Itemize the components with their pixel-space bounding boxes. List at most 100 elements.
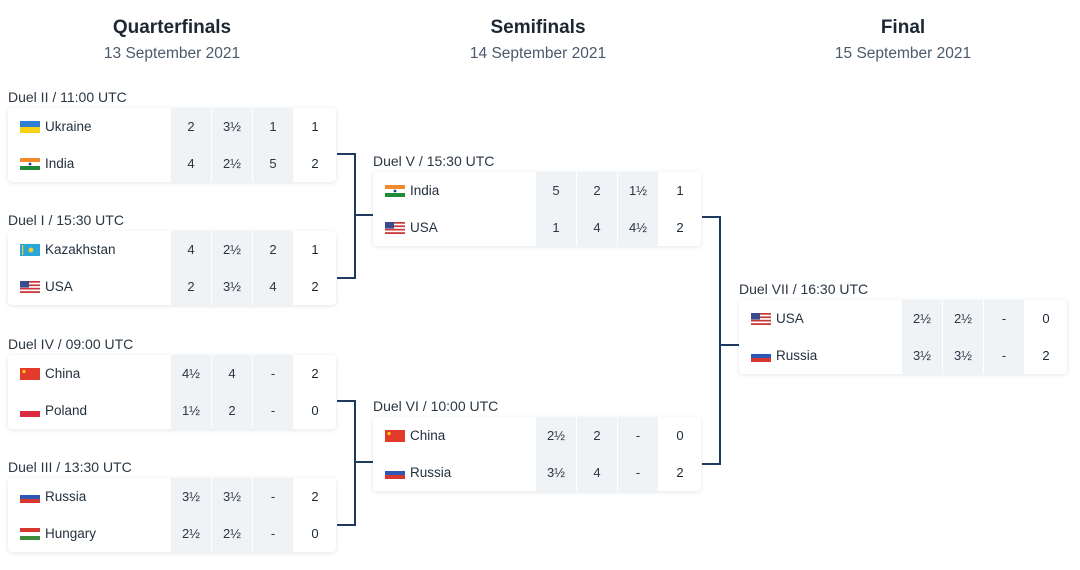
total-score: 2 bbox=[676, 220, 684, 235]
duel-label: Duel V / 15:30 UTC bbox=[373, 153, 495, 169]
round-score: 2½ bbox=[212, 145, 252, 182]
team: USA bbox=[385, 209, 438, 246]
round-score: - bbox=[984, 337, 1024, 374]
team: India bbox=[385, 172, 439, 209]
column-date: 14 September 2021 bbox=[469, 45, 607, 62]
team: Ukraine bbox=[20, 108, 92, 145]
round-score: 2½ bbox=[902, 300, 942, 337]
team: China bbox=[20, 355, 80, 392]
round-score: 4½ bbox=[171, 355, 211, 392]
round-score: 3½ bbox=[902, 337, 942, 374]
round-score: 5 bbox=[253, 145, 293, 182]
round-score: 4 bbox=[253, 268, 293, 305]
round-score: 1½ bbox=[171, 392, 211, 429]
russia-flag-icon bbox=[385, 466, 405, 479]
column-header-semifinals: Semifinals 14 September 2021 bbox=[388, 15, 688, 63]
column-title: Final bbox=[880, 17, 926, 38]
round-score: 1 bbox=[253, 108, 293, 145]
team-name: Russia bbox=[410, 465, 452, 480]
china-flag-icon bbox=[20, 367, 40, 380]
duel-label: Duel VI / 10:00 UTC bbox=[373, 398, 499, 414]
team-name: China bbox=[410, 428, 446, 443]
team: Hungary bbox=[20, 515, 96, 552]
round-score: 2½ bbox=[943, 300, 983, 337]
total-score: 1 bbox=[676, 183, 684, 198]
duel-label: Duel I / 15:30 UTC bbox=[8, 212, 124, 228]
team-name: India bbox=[410, 183, 440, 198]
team: USA bbox=[20, 268, 73, 305]
round-score: 3½ bbox=[212, 108, 252, 145]
round-score: 1 bbox=[536, 209, 576, 246]
total-score: 0 bbox=[311, 403, 319, 418]
round-score: 3½ bbox=[536, 454, 576, 491]
duel-label: Duel IV / 09:00 UTC bbox=[8, 336, 134, 352]
round-score: - bbox=[618, 417, 658, 454]
total-score: 2 bbox=[676, 465, 684, 480]
round-score: 5 bbox=[536, 172, 576, 209]
total-score: 2 bbox=[311, 279, 319, 294]
bracket-connector-qf-bottom-link bbox=[354, 461, 373, 463]
column-title: Quarterfinals bbox=[112, 17, 232, 38]
total-score: 1 bbox=[311, 242, 319, 257]
bracket-connector-sf bbox=[702, 216, 721, 465]
round-score: 2 bbox=[253, 231, 293, 268]
round-score: 2 bbox=[577, 172, 617, 209]
total-score: 2 bbox=[311, 366, 319, 381]
round-score: 4 bbox=[171, 145, 211, 182]
column-title: Semifinals bbox=[490, 17, 586, 38]
duel-label: Duel III / 13:30 UTC bbox=[8, 459, 132, 475]
round-score: 3½ bbox=[212, 478, 252, 515]
bracket-connector-sf-link bbox=[719, 344, 739, 346]
round-score: 2 bbox=[171, 268, 211, 305]
team-name: USA bbox=[776, 311, 804, 326]
round-score: - bbox=[253, 392, 293, 429]
team-name: Poland bbox=[45, 403, 88, 418]
team: Poland bbox=[20, 392, 87, 429]
china-flag-icon bbox=[385, 429, 405, 442]
team: Russia bbox=[385, 454, 451, 491]
usa-flag-icon bbox=[751, 312, 771, 325]
bracket-connector-qf-bottom bbox=[337, 400, 356, 526]
column-date: 15 September 2021 bbox=[834, 45, 972, 62]
round-score: 4 bbox=[577, 454, 617, 491]
round-score: 4½ bbox=[618, 209, 658, 246]
bracket-connector-qf-top bbox=[337, 153, 356, 279]
round-score: - bbox=[253, 515, 293, 552]
team-name: USA bbox=[410, 220, 438, 235]
team-name: Russia bbox=[45, 489, 87, 504]
russia-flag-icon bbox=[20, 490, 40, 503]
team: Russia bbox=[20, 478, 86, 515]
ukraine-flag-icon bbox=[20, 120, 40, 133]
round-score: 3½ bbox=[212, 268, 252, 305]
total-score: 2 bbox=[311, 489, 319, 504]
total-score: 2 bbox=[1042, 348, 1050, 363]
round-score: 2½ bbox=[212, 231, 252, 268]
